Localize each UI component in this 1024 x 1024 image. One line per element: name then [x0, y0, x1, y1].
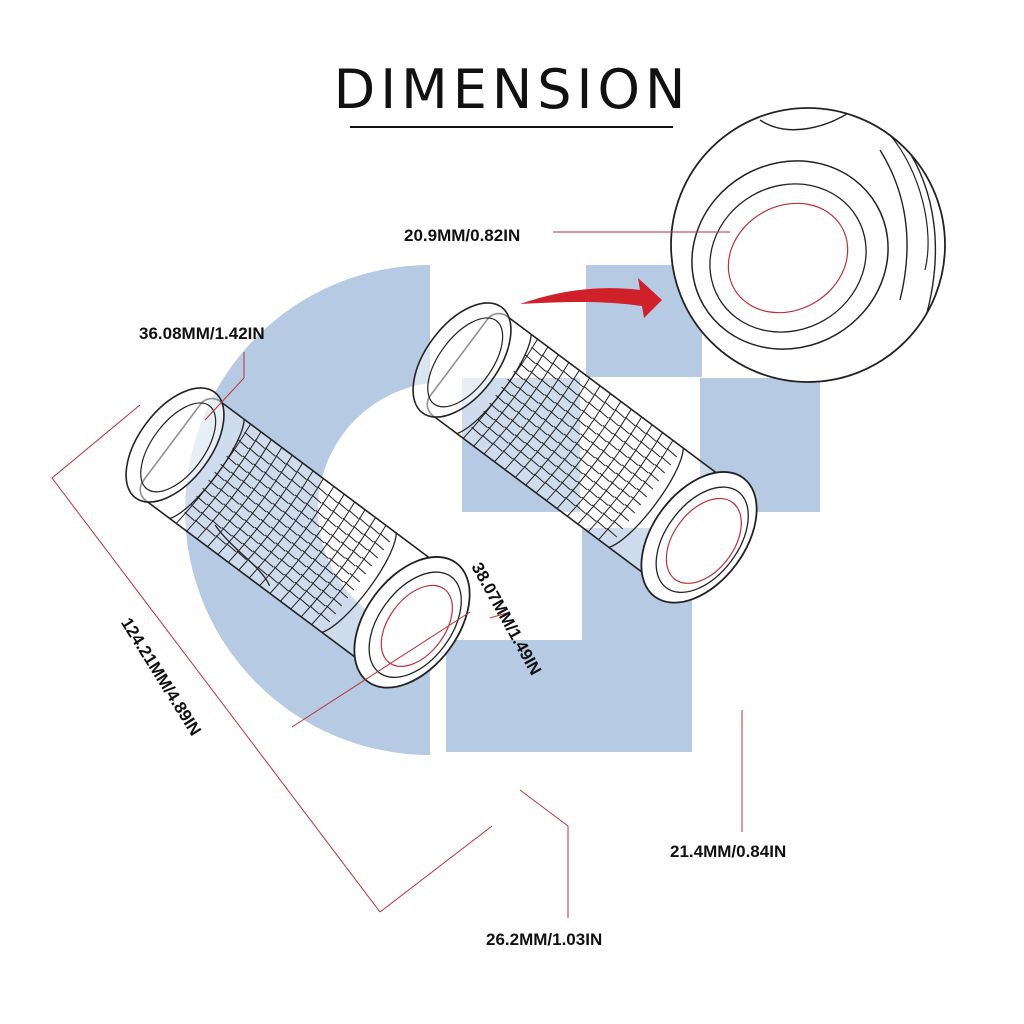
dimension-inner-diameter-detail: 20.9MM/0.82IN	[404, 226, 521, 245]
right-grip	[412, 302, 758, 604]
title-underline	[350, 126, 673, 128]
dimension-inner-diameter-left: 26.2MM/1.03IN	[486, 930, 603, 949]
dimension-grip-end-outer: 36.08MM/1.42IN	[139, 324, 265, 343]
page-title: DIMENSION	[333, 58, 691, 121]
dimension-leader-lines	[51, 231, 743, 918]
dimension-inner-diameter-right: 21.4MM/0.84IN	[670, 842, 787, 861]
detail-circle	[670, 107, 946, 383]
pointer-arrow	[520, 278, 662, 318]
left-grip	[125, 387, 471, 689]
